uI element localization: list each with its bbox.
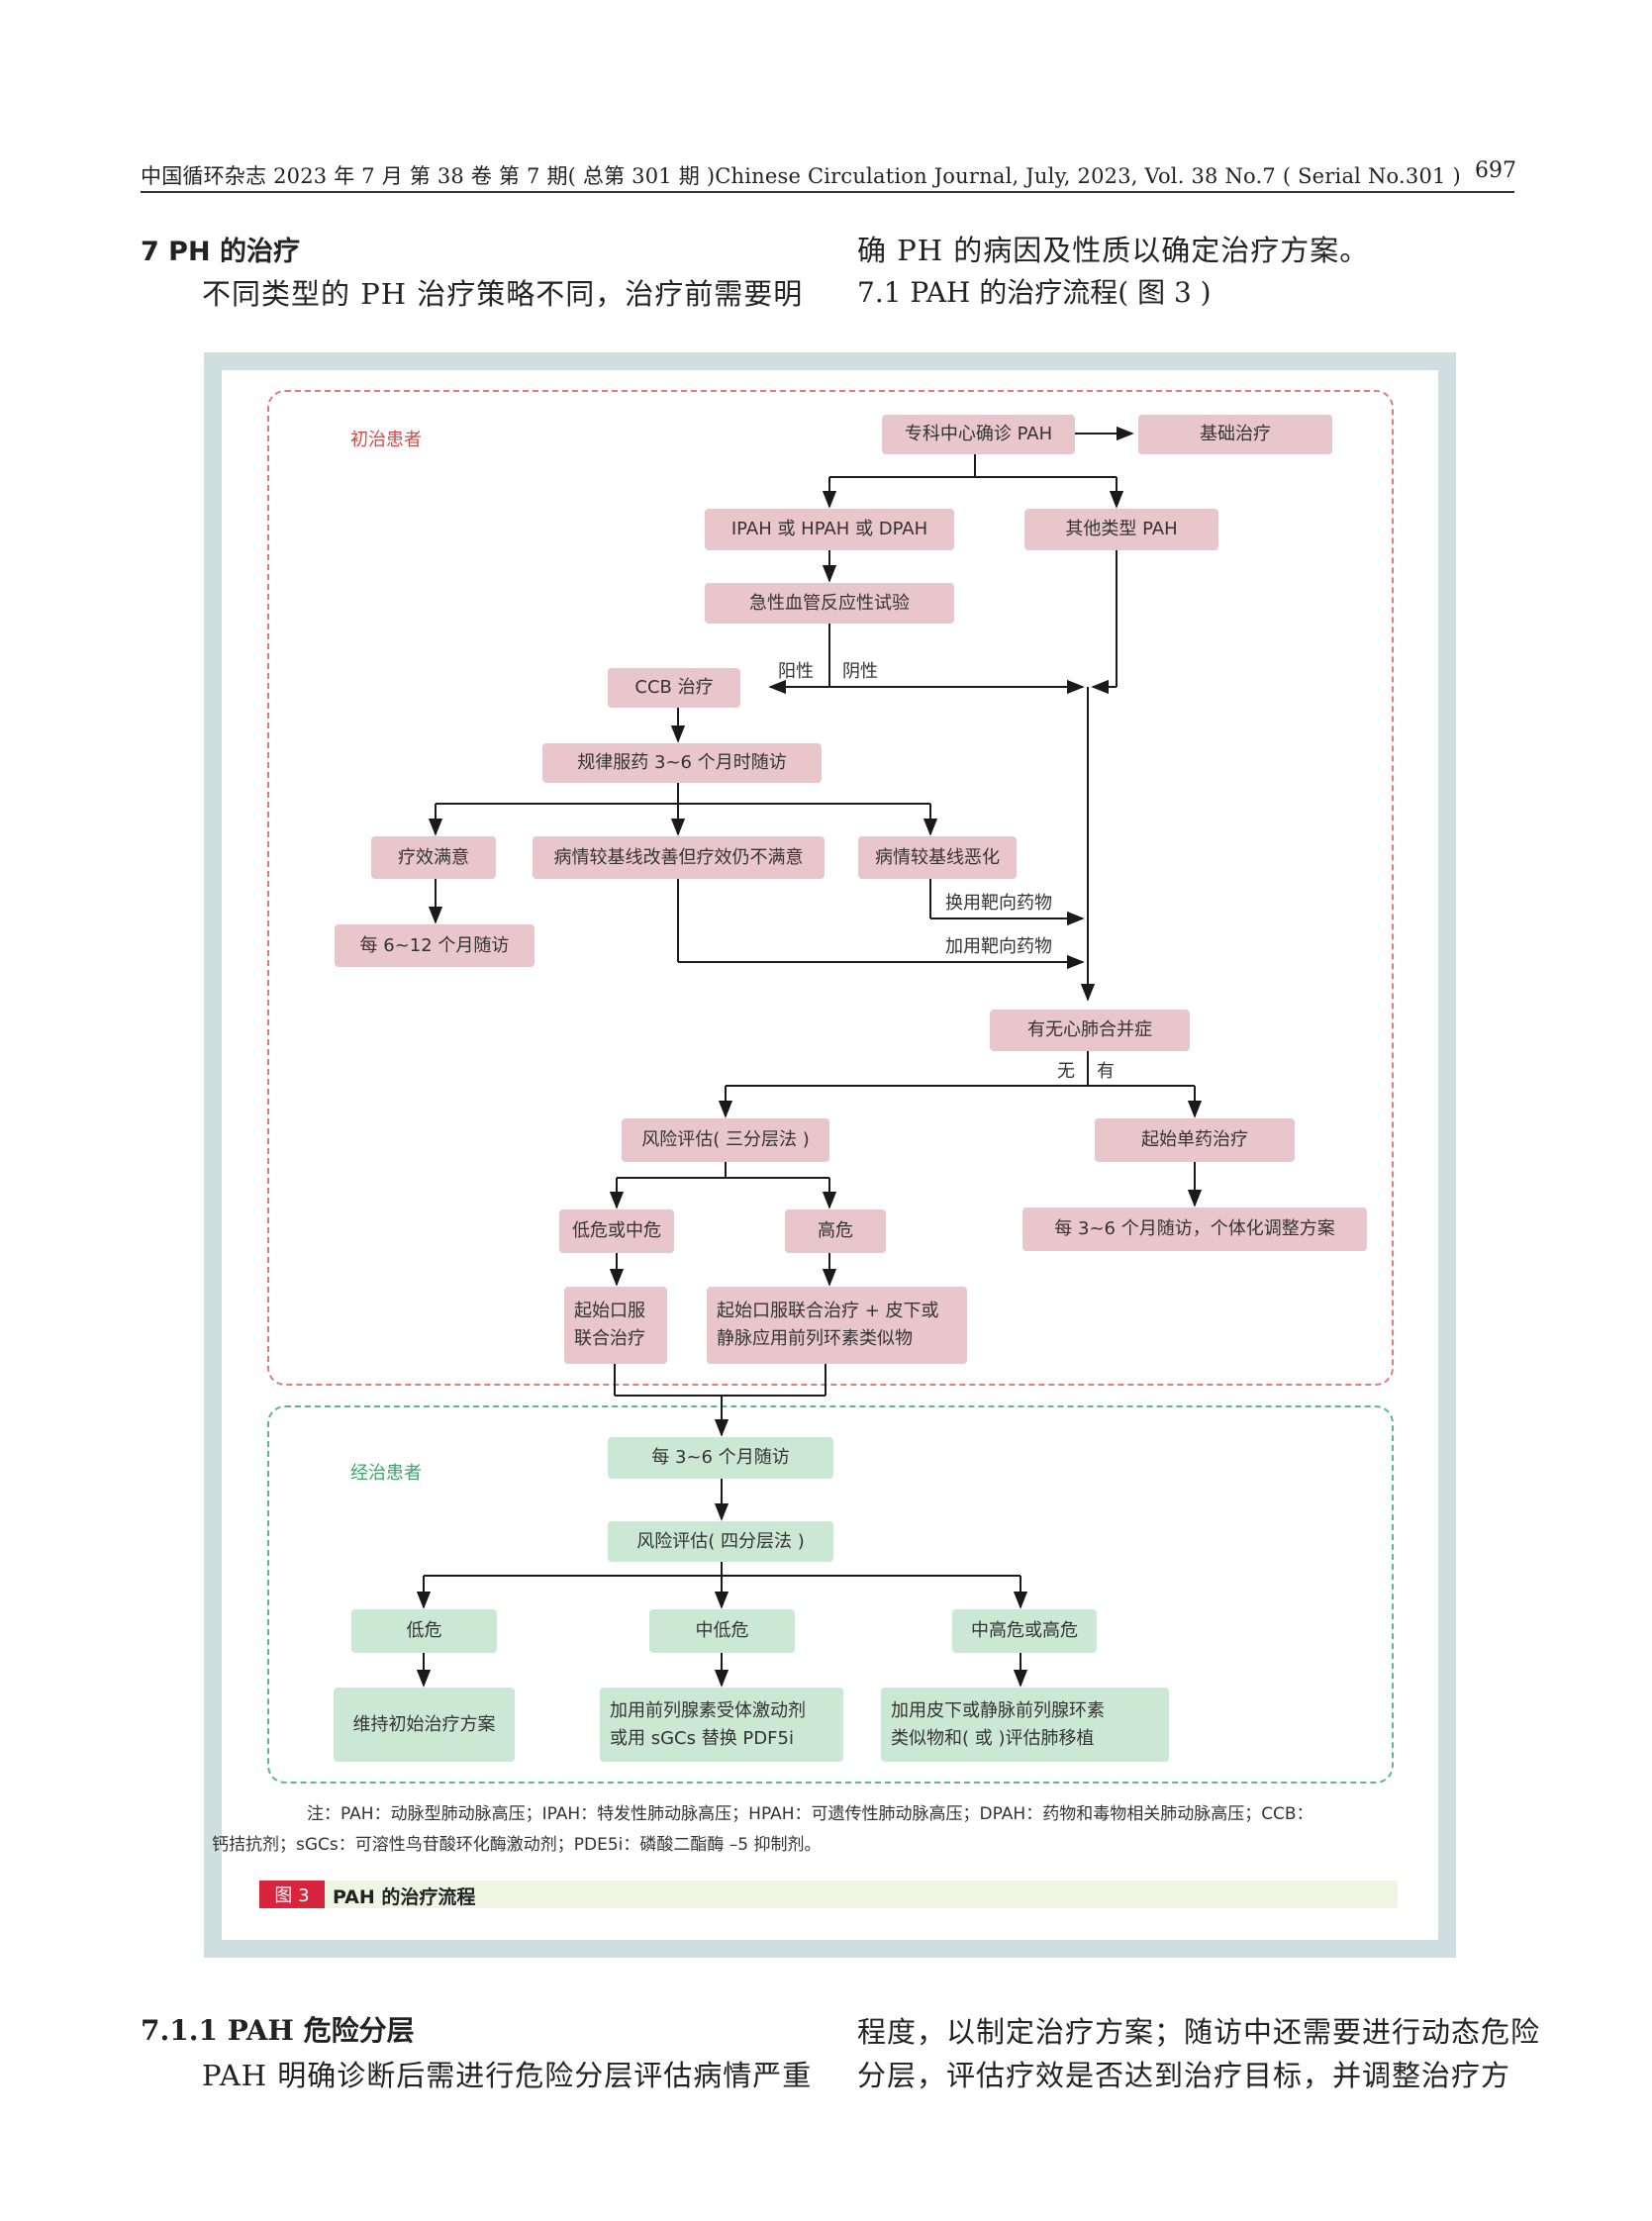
header-rule <box>141 191 1514 193</box>
node-risk-4-strata: 风险评估( 四分层法 ) <box>608 1521 833 1562</box>
region-treated-patients <box>267 1405 1394 1784</box>
node-oral-plus-prostacyclin-line-2: 静脉应用前列环素类似物 <box>717 1328 913 1349</box>
page-number: 697 <box>1475 158 1516 183</box>
region-initial-patients <box>267 390 1394 1386</box>
node-add-iv-prostacyclin-line-2: 类似物和( 或 )评估肺移植 <box>891 1727 1095 1749</box>
running-head: 中国循环杂志 2023 年 7 月 第 38 卷 第 7 期( 总第 301 期… <box>141 164 1461 188</box>
node-add-ip-agonist: 加用前列腺素受体激动剂 或用 sGCs 替换 PDF5i <box>600 1688 843 1762</box>
edge-label-switch-target: 换用靶向药物 <box>945 893 1052 914</box>
edge-label-no: 无 <box>1057 1061 1075 1082</box>
node-add-iv-prostacyclin: 加用皮下或静脉前列腺环素 类似物和( 或 )评估肺移植 <box>881 1688 1169 1762</box>
node-worsened: 病情较基线恶化 <box>858 836 1017 879</box>
region-treated-label: 经治患者 <box>350 1463 422 1484</box>
node-oral-plus-prostacyclin-line-1: 起始口服联合治疗 + 皮下或 <box>717 1301 939 1322</box>
node-oral-plus-prostacyclin: 起始口服联合治疗 + 皮下或 静脉应用前列环素类似物 <box>707 1287 967 1364</box>
figure-note-line-2: 钙拮抗剂；sGCs：可溶性鸟苷酸环化酶激动剂；PDE5i：磷酸二酯酶 –5 抑制… <box>212 1835 822 1855</box>
region-initial-label: 初治患者 <box>350 430 422 450</box>
section-7-1-1-paragraph-line-2: 程度，以制定治疗方案；随访中还需要进行动态危险 <box>857 2015 1541 2049</box>
node-low-or-mid-risk: 低危或中危 <box>559 1209 674 1253</box>
figure-note: 注：PAH：动脉型肺动脉高压；IPAH：特发性肺动脉高压；HPAH：可遗传性肺动… <box>212 1799 1398 1861</box>
node-individualized-followup: 每 3~6 个月随访，个体化调整方案 <box>1022 1207 1367 1251</box>
edge-label-negative: 阴性 <box>842 661 878 682</box>
node-diagnosis: 专科中心确诊 PAH <box>882 415 1075 454</box>
node-vasoreactivity-test: 急性血管反应性试验 <box>705 583 954 624</box>
node-risk-3-strata: 风险评估( 三分层法 ) <box>622 1118 829 1162</box>
figure-note-line-1: 注：PAH：动脉型肺动脉高压；IPAH：特发性肺动脉高压；HPAH：可遗传性肺动… <box>307 1804 1313 1824</box>
node-satisfied: 疗效满意 <box>371 836 496 879</box>
edge-label-positive: 阳性 <box>778 661 814 682</box>
section-7-1-1-title: 7.1.1 PAH 危险分层 <box>141 2014 415 2047</box>
edge-label-yes: 有 <box>1097 1061 1115 1082</box>
node-oral-combination: 起始口服 联合治疗 <box>564 1287 667 1364</box>
node-low-risk: 低危 <box>351 1609 497 1653</box>
node-oral-combination-line-2: 联合治疗 <box>574 1328 645 1349</box>
figure-caption: PAH 的治疗流程 <box>333 1886 476 1908</box>
node-regular-followup: 规律服药 3~6 个月时随访 <box>542 743 822 783</box>
node-improved-unsatisfied: 病情较基线改善但疗效仍不满意 <box>533 836 825 879</box>
section-7-paragraph-line-2: 确 PH 的病因及性质以确定治疗方案。 <box>857 234 1370 267</box>
caption-bar <box>259 1881 1398 1908</box>
node-basic-treatment: 基础治疗 <box>1138 415 1332 454</box>
node-followup-6-12: 每 6~12 个月随访 <box>335 924 534 967</box>
section-7-1-1-paragraph-line-1: PAH 明确诊断后需进行危险分层评估病情严重 <box>202 2059 813 2092</box>
node-add-ip-agonist-line-2: 或用 sGCs 替换 PDF5i <box>610 1727 794 1749</box>
section-7-title: 7 PH 的治疗 <box>141 237 300 267</box>
section-7-1-title: 7.1 PAH 的治疗流程( 图 3 ) <box>857 276 1212 309</box>
section-7-1-1-paragraph-line-3: 分层，评估疗效是否达到治疗目标，并调整治疗方 <box>857 2059 1511 2092</box>
node-maintain-initial: 维持初始治疗方案 <box>334 1688 515 1762</box>
node-ipah-hpah-dpah: IPAH 或 HPAH 或 DPAH <box>705 509 954 550</box>
node-followup-3-6: 每 3~6 个月随访 <box>608 1437 833 1479</box>
node-other-pah: 其他类型 PAH <box>1024 509 1218 550</box>
node-mid-low-risk: 中低危 <box>649 1609 795 1653</box>
node-monotherapy: 起始单药治疗 <box>1095 1118 1295 1162</box>
figure-number: 图 3 <box>259 1881 325 1908</box>
node-high-risk: 高危 <box>785 1209 886 1253</box>
node-add-ip-agonist-line-1: 加用前列腺素受体激动剂 <box>610 1699 806 1721</box>
node-ccb-treatment: CCB 治疗 <box>608 668 740 708</box>
node-cardiopulmonary: 有无心肺合并症 <box>990 1010 1190 1051</box>
section-7-paragraph-line-1: 不同类型的 PH 治疗策略不同，治疗前需要明 <box>202 277 804 311</box>
edge-label-add-target: 加用靶向药物 <box>945 936 1052 957</box>
node-add-iv-prostacyclin-line-1: 加用皮下或静脉前列腺环素 <box>891 1699 1105 1721</box>
node-mid-high-risk: 中高危或高危 <box>952 1609 1097 1653</box>
node-oral-combination-line-1: 起始口服 <box>574 1301 645 1322</box>
